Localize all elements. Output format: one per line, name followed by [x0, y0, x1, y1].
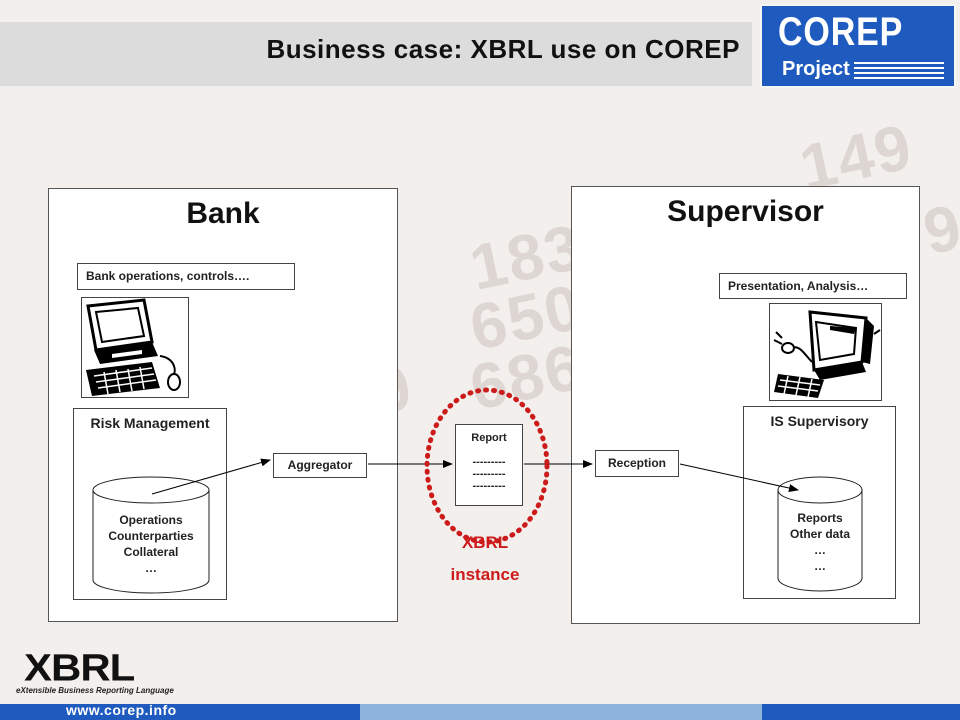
logo-lines-icon [854, 62, 944, 84]
bank-operations-label: Bank operations, controls…. [77, 263, 295, 290]
report-line: --------- [472, 456, 506, 468]
db-line-other-data: Other data [789, 527, 850, 541]
title-bar: Business case: XBRL use on COREP [0, 22, 752, 86]
bank-database-icon: Operations Counterparties Collateral … [92, 476, 210, 596]
db-line-ellipsis: … [814, 559, 826, 573]
report-document: Report --------- --------- --------- [455, 424, 523, 506]
xbrl-logo-tagline: eXtensible Business Reporting Language [16, 686, 174, 695]
supervisor-computer-icon [769, 303, 882, 401]
db-line-reports: Reports [797, 511, 843, 525]
report-line: --------- [472, 468, 506, 480]
aggregator-box: Aggregator [273, 453, 367, 478]
risk-management-title: Risk Management [90, 415, 210, 431]
corep-logo: COREP Project [760, 4, 956, 88]
xbrl-label-line2: instance [450, 565, 520, 584]
supervisor-database-text: Reports Other data … … [777, 510, 863, 574]
report-lines: --------- --------- --------- [456, 456, 522, 492]
arrow-db-to-aggregator [151, 458, 271, 495]
db-line-ellipsis: … [814, 543, 826, 557]
db-line-operations: Operations [119, 513, 183, 527]
report-line: --------- [472, 480, 506, 492]
arrow-reception-to-db [679, 463, 799, 492]
xbrl-logo-text: XBRL [24, 646, 135, 689]
xbrl-logo: XBRL eXtensible Business Reporting Langu… [16, 642, 176, 702]
bank-title: Bank [186, 197, 260, 230]
bank-database-text: Operations Counterparties Collateral … [92, 512, 210, 576]
db-line-collateral: Collateral [123, 545, 179, 559]
is-supervisory-title: IS Supervisory [770, 413, 869, 429]
supervisor-title: Supervisor [667, 195, 824, 228]
page-title: Business case: XBRL use on COREP [266, 34, 740, 64]
db-line-counterparties: Counterparties [108, 529, 194, 543]
supervisor-database-icon: Reports Other data … … [777, 476, 863, 594]
footer-bar [0, 704, 960, 720]
reception-box: Reception [595, 450, 679, 477]
bank-computer-icon [81, 297, 189, 398]
logo-main-text: COREP [778, 10, 904, 54]
logo-sub-text: Project [782, 58, 850, 80]
supervisor-presentation-label: Presentation, Analysis… [719, 273, 907, 299]
xbrl-instance-dotted-ellipse [424, 387, 550, 545]
footer-url-link[interactable]: www.corep.info [66, 702, 177, 718]
report-title: Report [471, 432, 507, 444]
db-line-ellipsis: … [145, 561, 157, 575]
